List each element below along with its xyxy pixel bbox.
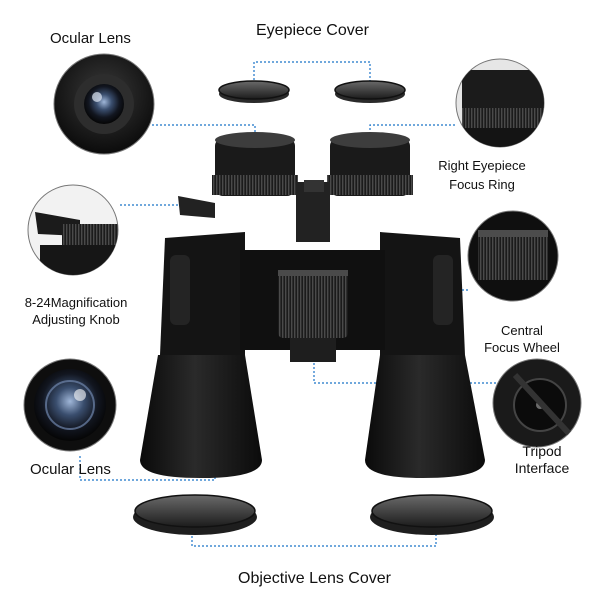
detail-ocular-lens-top [53,53,155,155]
right-focus-ring-line2: Focus Ring [449,177,515,192]
objective-cover-left [133,494,257,535]
eyepiece-cover-label: Eyepiece Cover [256,22,369,39]
tripod-interface-label: Tripod Interface [504,443,580,477]
detail-central-focus-wheel [467,210,559,302]
magnification-knob-label: 8-24Magnification Adjusting Knob [10,294,142,328]
tripod-interface-line1: Tripod [522,443,562,459]
detail-magnification-knob [27,184,119,276]
magnification-knob-line2: Adjusting Knob [32,312,120,327]
leader-eyepiece-cover [253,61,371,88]
ocular-lens-bottom-label: Ocular Lens [30,461,111,478]
binocular-body [140,132,485,478]
central-focus-wheel-label: Central Focus Wheel [474,322,570,356]
tripod-interface-line2: Interface [514,460,570,476]
ocular-lens-top-label: Ocular Lens [50,30,131,47]
detail-ocular-lens-bottom [23,358,117,452]
right-focus-ring-label: Right Eyepiece Focus Ring [432,157,532,193]
central-focus-wheel-line2: Focus Wheel [484,340,560,355]
right-focus-ring-line1: Right Eyepiece [438,158,526,173]
detail-right-focus-ring [455,58,545,148]
eyepiece-cover-right [334,80,406,103]
objective-lens-cover-label: Objective Lens Cover [238,570,391,587]
detail-tripod-interface [492,358,582,448]
leader-objective-cover [191,528,437,547]
magnification-knob-line1: 8-24Magnification [24,295,128,310]
leader-right-focus-ring [369,124,455,145]
eyepiece-cover-left [218,80,290,103]
central-focus-wheel-line1: Central [501,323,543,338]
objective-cover-right [370,494,494,535]
